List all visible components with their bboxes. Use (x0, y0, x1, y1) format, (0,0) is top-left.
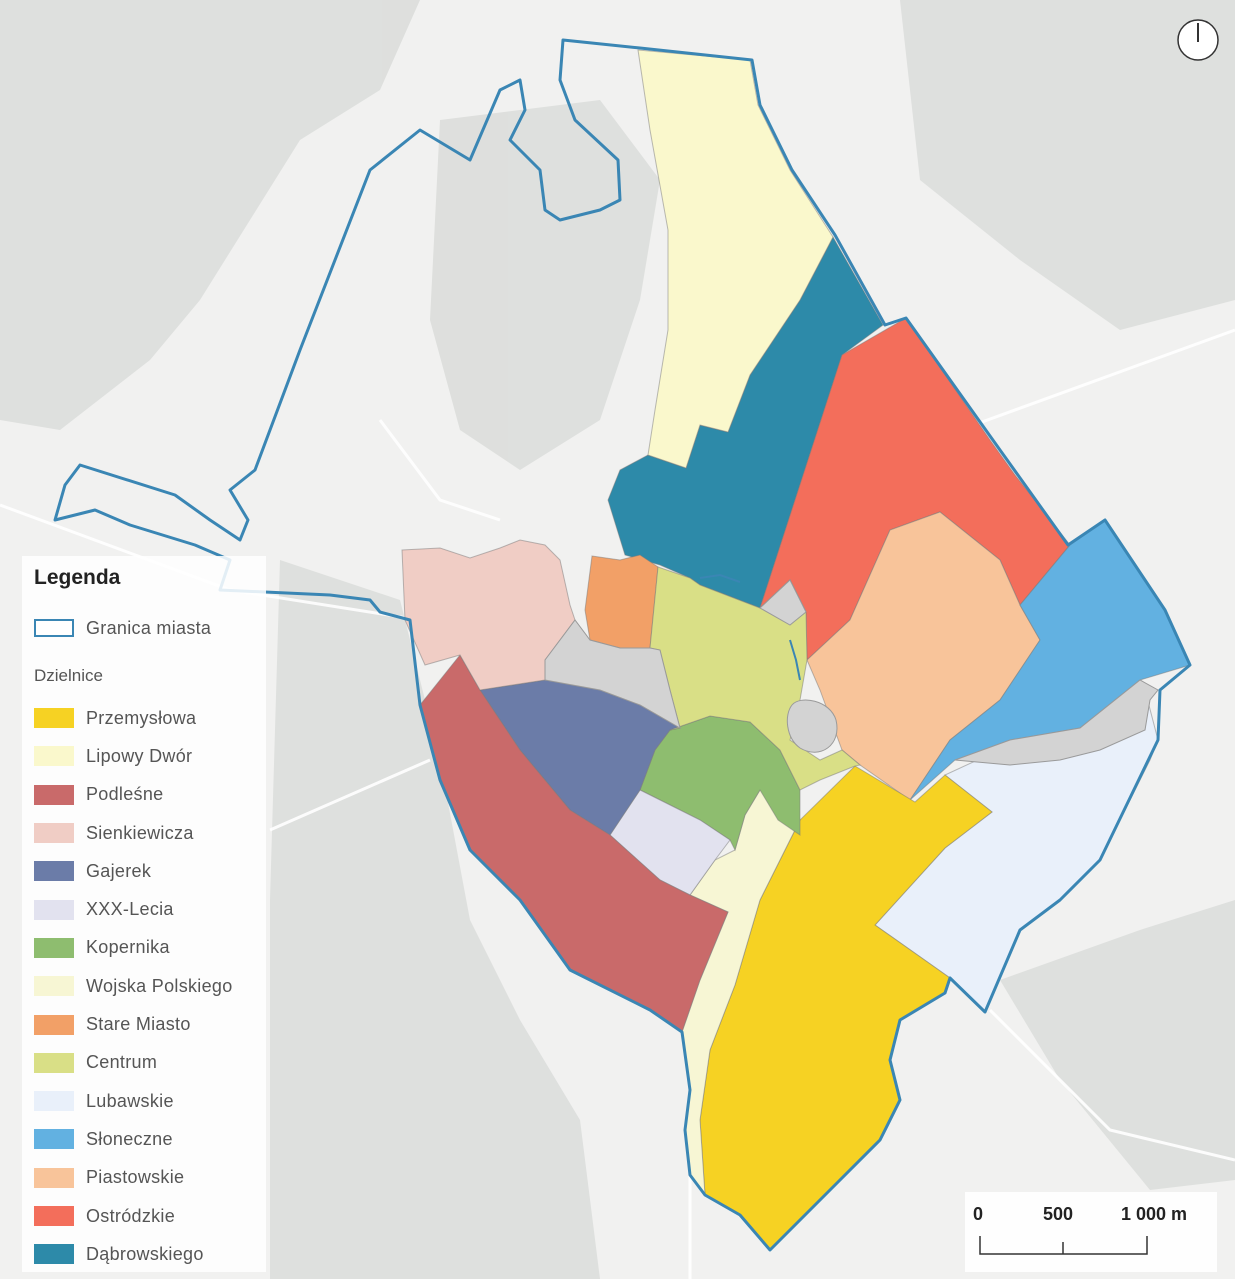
legend-swatch (34, 823, 74, 844)
scale-label-500: 500 (1043, 1204, 1074, 1224)
legend-item: Stare Miasto (34, 1005, 233, 1043)
legend-item: Wojska Polskiego (34, 967, 233, 1005)
legend-item: Przemysłowa (34, 699, 233, 737)
legend-item-label: Piastowskie (86, 1167, 185, 1188)
district-stare-miasto (584, 554, 659, 649)
legend-item: Podleśne (34, 776, 233, 814)
legend-item-label: Podleśne (86, 784, 164, 805)
legend-panel: Legenda Granica miasta Dzielnice Przemys… (22, 556, 266, 1272)
scale-bar: 0 500 1 000 m (965, 1192, 1217, 1272)
legend-swatch (34, 746, 74, 767)
legend-swatch (34, 784, 74, 805)
districts-title: Dzielnice (34, 666, 103, 685)
legend-item: Kopernika (34, 929, 233, 967)
legend-swatch (34, 976, 74, 997)
legend-item-label: Centrum (86, 1052, 158, 1073)
legend-item-label: Stare Miasto (86, 1014, 191, 1035)
legend-swatch (34, 1244, 74, 1265)
legend-title: Legenda (34, 566, 121, 589)
legend-item: Lubawskie (34, 1082, 233, 1120)
legend-item-label: Lubawskie (86, 1090, 174, 1111)
legend-swatch (34, 861, 74, 882)
legend-item-label: Przemysłowa (86, 707, 197, 728)
legend-item: XXX-Lecia (34, 890, 233, 928)
legend-item: Sienkiewicza (34, 814, 233, 852)
legend-swatch (34, 899, 74, 920)
legend-item: Słoneczne (34, 1120, 233, 1158)
legend-swatch (34, 1052, 74, 1073)
scale-label-0: 0 (973, 1204, 984, 1224)
background-roads (0, 328, 1235, 1279)
legend-swatch (34, 937, 74, 958)
legend-swatch (34, 1167, 74, 1188)
legend-item-label: Gajerek (86, 860, 152, 881)
legend-swatch (34, 1091, 74, 1112)
legend-item: Dąbrowskiego (34, 1235, 233, 1273)
lakes (544, 579, 1159, 766)
legend-item-label: Lipowy Dwór (86, 745, 193, 766)
boundary-label: Granica miasta (86, 617, 212, 638)
legend-item: Lipowy Dwór (34, 737, 233, 775)
legend-swatch (34, 708, 74, 729)
city-boundary (53, 38, 1192, 1252)
districts (401, 49, 1191, 1251)
scale-label-1000: 1 000 m (1121, 1204, 1188, 1224)
legend-item: Centrum (34, 1044, 233, 1082)
legend-item-label: XXX-Lecia (86, 899, 174, 920)
district-lipowy-dwor (637, 49, 834, 469)
legend-item-label: Ostródzkie (86, 1205, 176, 1226)
legend-item: Piastowskie (34, 1159, 233, 1197)
legend-item-label: Wojska Polskiego (86, 975, 233, 996)
legend-item-label: Dąbrowskiego (86, 1243, 204, 1264)
legend-swatch (34, 1206, 74, 1226)
legend-swatch (34, 1129, 74, 1150)
scale-ruler (979, 1236, 1148, 1255)
district-sienkiewicza (401, 539, 576, 691)
legend-item-label: Kopernika (86, 937, 170, 958)
legend-boundary-item: Granica miasta (34, 616, 211, 640)
river-marks (699, 573, 801, 681)
boundary-swatch (34, 619, 74, 637)
legend-item-label: Sienkiewicza (86, 822, 194, 843)
legend-swatch (34, 1014, 74, 1035)
legend-item: Gajerek (34, 852, 233, 890)
north-arrow-icon (1177, 19, 1219, 61)
district-sloneczne (909, 519, 1191, 801)
legend-item-label: Słoneczne (86, 1128, 173, 1149)
legend-item: Ostródzkie (34, 1197, 233, 1235)
